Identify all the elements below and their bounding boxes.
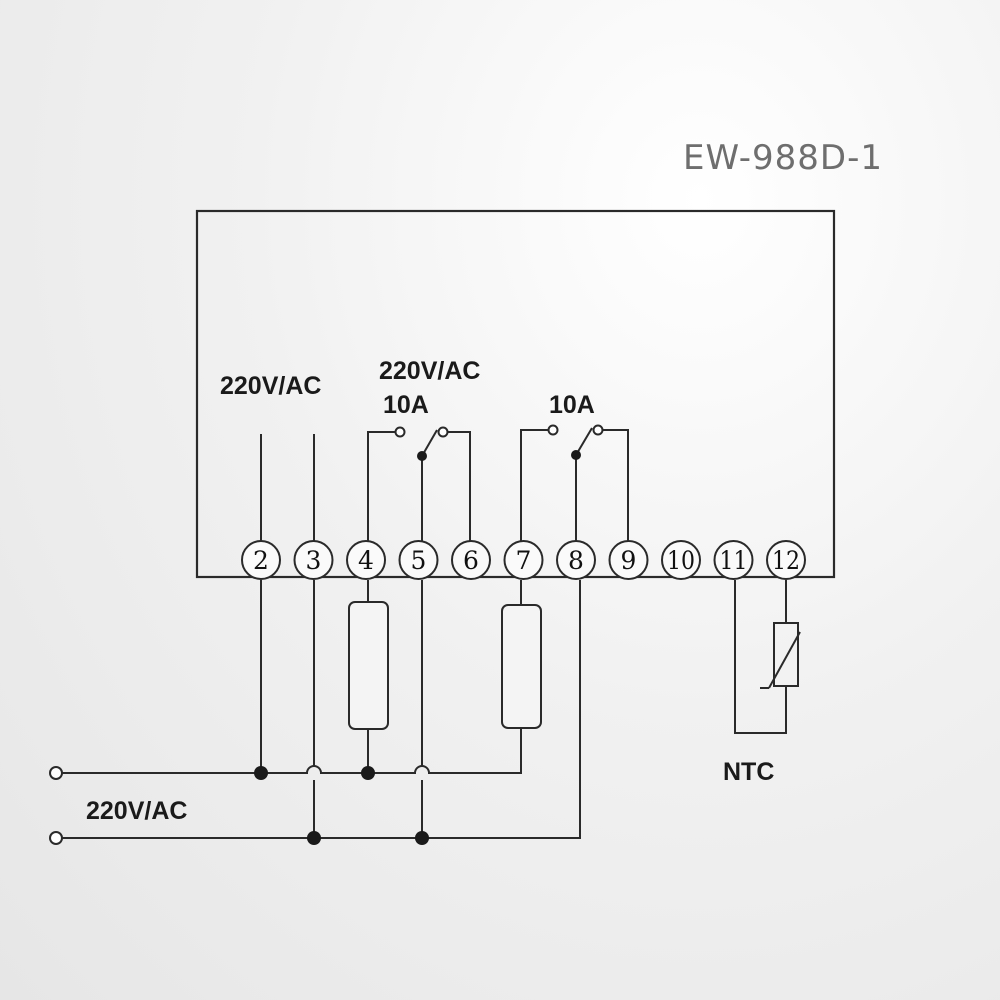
ntc-sensor	[734, 580, 801, 734]
terminal-number: 7	[516, 546, 532, 575]
terminal-3: 3	[293, 540, 334, 580]
mains-input-1	[49, 766, 63, 780]
relay1-contact	[367, 426, 471, 541]
power-input-label: 220V/AC	[220, 372, 322, 400]
terminal-number: 9	[621, 546, 637, 575]
terminal-number: 3	[306, 546, 322, 575]
external-wiring	[49, 580, 581, 845]
ntc-label: NTC	[723, 758, 775, 786]
terminal-number: 12	[772, 546, 800, 575]
relay2-contact	[520, 424, 629, 541]
load-1	[348, 601, 389, 730]
mains-label: 220V/AC	[86, 797, 188, 825]
terminal-6: 6	[451, 540, 491, 580]
load-2	[501, 604, 542, 729]
terminal-number: 5	[411, 546, 427, 575]
mains-input-2	[49, 831, 63, 845]
terminal-number: 2	[253, 546, 269, 575]
terminal-12: 12	[766, 540, 806, 580]
terminal-5: 5	[398, 540, 439, 580]
relay2-current-label: 10A	[549, 391, 595, 419]
terminal-2: 2	[241, 540, 281, 580]
terminal-row: 2 3 4 5 6 7 8 9 10 11 12	[241, 540, 806, 580]
terminal-number: 8	[568, 546, 584, 575]
terminal-9: 9	[608, 540, 649, 580]
terminal-4: 4	[346, 540, 386, 580]
terminal-number: 11	[720, 546, 748, 575]
terminal-11: 11	[713, 540, 754, 580]
terminal-number: 6	[463, 546, 479, 575]
terminal-10: 10	[661, 540, 701, 580]
model-label: EW-988D-1	[683, 138, 883, 178]
terminal-number: 10	[667, 546, 695, 575]
relay1-voltage-label: 220V/AC	[379, 357, 481, 385]
relay1-current-label: 10A	[383, 391, 429, 419]
terminal-8: 8	[556, 540, 596, 580]
terminal-number: 4	[358, 546, 374, 575]
terminal-7: 7	[503, 540, 544, 580]
